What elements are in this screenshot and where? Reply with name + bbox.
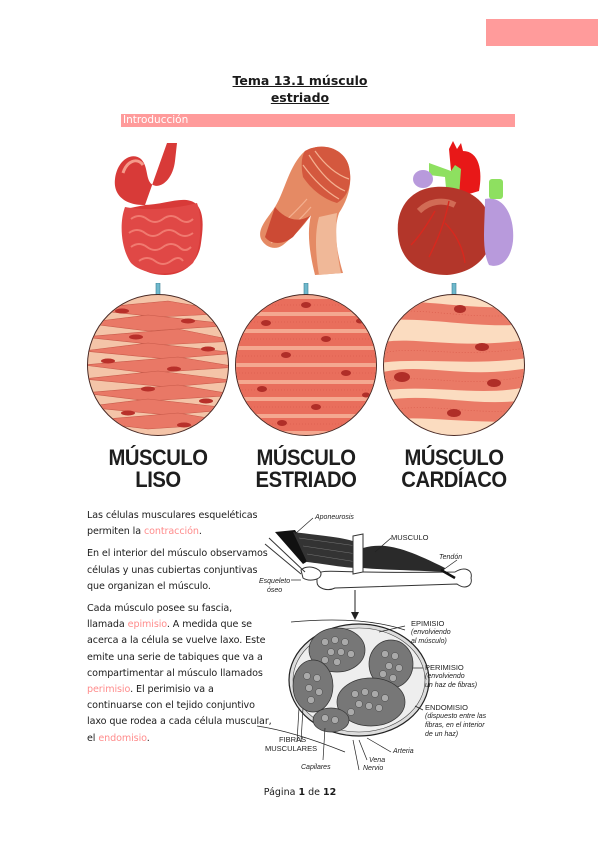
title-line-1: Tema 13.1 músculo	[232, 73, 368, 88]
label-musculo-cardiaco: MÚSCULO CARDÍACO	[401, 445, 507, 492]
muscle-anatomy-diagram: Aponeurosis MUSCULO Tendón Esqueleto óse…	[255, 508, 517, 773]
label-perimisio: PERIMISIO	[425, 663, 464, 672]
label-esqueleto: Esqueleto	[259, 578, 291, 585]
term-perimisio: perimisio	[87, 684, 131, 696]
arm-muscle-icon	[260, 146, 351, 275]
heart-icon	[397, 141, 514, 275]
muscle-cross-section-illustration	[256, 517, 472, 771]
paragraph-1: Las células musculares esqueléticas perm…	[87, 510, 258, 538]
column-musculo-cardiaco: MÚSCULO CARDÍACO	[381, 137, 527, 497]
label-musculo-estriado: MÚSCULO ESTRIADO	[255, 445, 357, 492]
current-page: 1	[298, 787, 306, 798]
striated-muscle-tissue-disc	[235, 294, 377, 436]
label-endomisio: ENDOMISIO	[425, 703, 468, 712]
body-text-column: Las células musculares esqueléticas perm…	[87, 508, 272, 753]
stomach-intestines-icon	[114, 143, 203, 275]
column-musculo-liso: MÚSCULO LISO	[85, 137, 231, 497]
header-accent-tab	[486, 19, 598, 46]
paragraph-3: Cada músculo posee su fascia, llamada ep…	[87, 603, 272, 744]
term-contraccion: contracción	[143, 526, 199, 538]
label-aponeurosis: Aponeurosis	[315, 514, 354, 521]
label-epimisio: EPIMISIO	[411, 619, 445, 628]
label-nervio: Nervio	[363, 765, 384, 772]
section-heading-introduccion: Introducción	[121, 114, 515, 127]
label-musculo-liso: MÚSCULO LISO	[108, 445, 208, 492]
label-capilares: Capilares	[301, 764, 331, 771]
label-musculares: MUSCULARES	[265, 744, 318, 753]
title-line-2: estriado	[270, 90, 330, 105]
term-endomisio: endomisio	[98, 732, 147, 744]
label-oseo: óseo	[267, 587, 283, 594]
label-musculo: MUSCULO	[391, 533, 429, 542]
total-pages: 12	[322, 787, 337, 798]
smooth-muscle-tissue-disc	[87, 294, 229, 436]
page-title: Tema 13.1 músculo estriado	[0, 72, 600, 106]
column-musculo-estriado: MÚSCULO ESTRIADO	[233, 137, 379, 497]
muscle-types-figure: MÚSCULO LISO	[85, 137, 525, 497]
term-epimisio: epimisio	[127, 619, 167, 631]
cardiac-muscle-tissue-disc	[383, 294, 525, 436]
page-number-footer: Página 1 de 12	[263, 787, 337, 798]
label-arteria: Arteria	[393, 748, 414, 755]
label-tendon: Tendón	[439, 554, 463, 561]
label-fibras: FIBRAS	[279, 735, 307, 744]
paragraph-2: En el interior del músculo observamos cé…	[87, 548, 268, 592]
label-vena: Vena	[369, 757, 386, 764]
